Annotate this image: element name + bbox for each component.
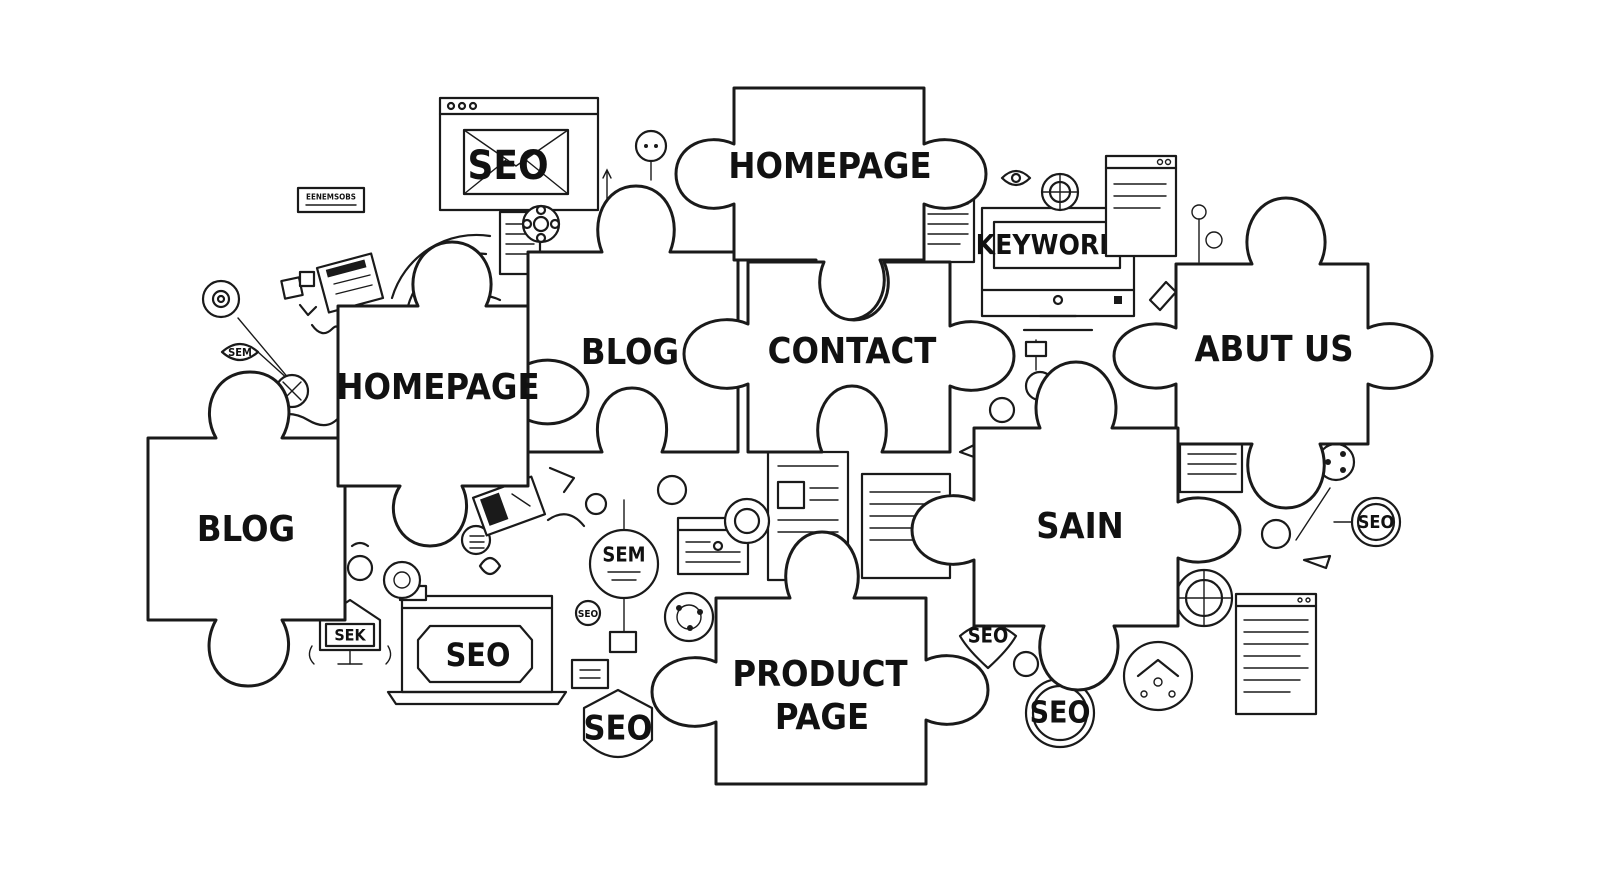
sek-label: SEK [334,626,366,645]
puzzle-piece-homepage-top: HOMEPAGE [674,86,988,322]
sem-circle-label: SEM [602,543,645,567]
seo-browser-window: SEO [438,96,600,212]
puzzle-piece-about-us: ABUT US [1112,196,1434,510]
piece-label-homepage-left: HOMEPAGE [336,367,539,408]
seo-circle-right-label: SEO [1358,512,1395,533]
seo-browser-label: SEO [467,143,548,189]
seo-shield-label: SEO [584,709,653,749]
seo-laptop: SEO [386,594,568,706]
piece-label-sain: SAIN [1036,506,1124,547]
home-network-icon [1122,640,1194,712]
puzzle-pieces: BLOG HOMEPAGE BLOG HOMEPAGE CONTACT ABUT… [146,86,1434,786]
seo-badge-bottom-label: SEO [1030,696,1091,731]
sem-eye-icon: SEM [220,342,260,362]
puzzle-piece-contact: CONTACT [682,260,1016,454]
puzzle-piece-homepage-left: HOMEPAGE [336,240,540,548]
puzzle-piece-product-page: PRODUCT PAGE [650,530,990,786]
puzzle-piece-sain: SAIN [910,360,1242,692]
piece-label-about-us: ABUT US [1194,329,1353,370]
seo-laptop-label: SEO [446,636,511,674]
puzzle-piece-blog-left: BLOG [146,370,347,688]
sem-circle: SEM [588,499,660,637]
piece-label-homepage-top: HOMEPAGE [728,146,931,187]
sem-eye-label: SEM [228,346,252,359]
gear-icon [1040,172,1080,212]
piece-label-contact: CONTACT [768,331,937,372]
target-icon [201,279,241,319]
puzzle-piece-blog-center: BLOG [526,184,740,454]
seo-shield: SEO [582,688,654,759]
globe-icon [1174,568,1234,628]
small-tag-label: EENEMSOBS [306,193,356,202]
piece-label-blog-left: BLOG [197,509,295,550]
piece-label-product: PRODUCT [732,654,907,695]
seo-circle-right: SEO [1333,496,1402,548]
seo-circle-small: SEO [574,599,602,627]
piece-label-page: PAGE [775,697,869,738]
flower-icon [521,204,561,244]
piece-label-blog-center: BLOG [581,332,679,373]
small-tag: EENEMSOBS [296,186,366,214]
chat-bubble-icon [634,129,668,181]
seo-circle-small-label: SEO [578,609,599,620]
